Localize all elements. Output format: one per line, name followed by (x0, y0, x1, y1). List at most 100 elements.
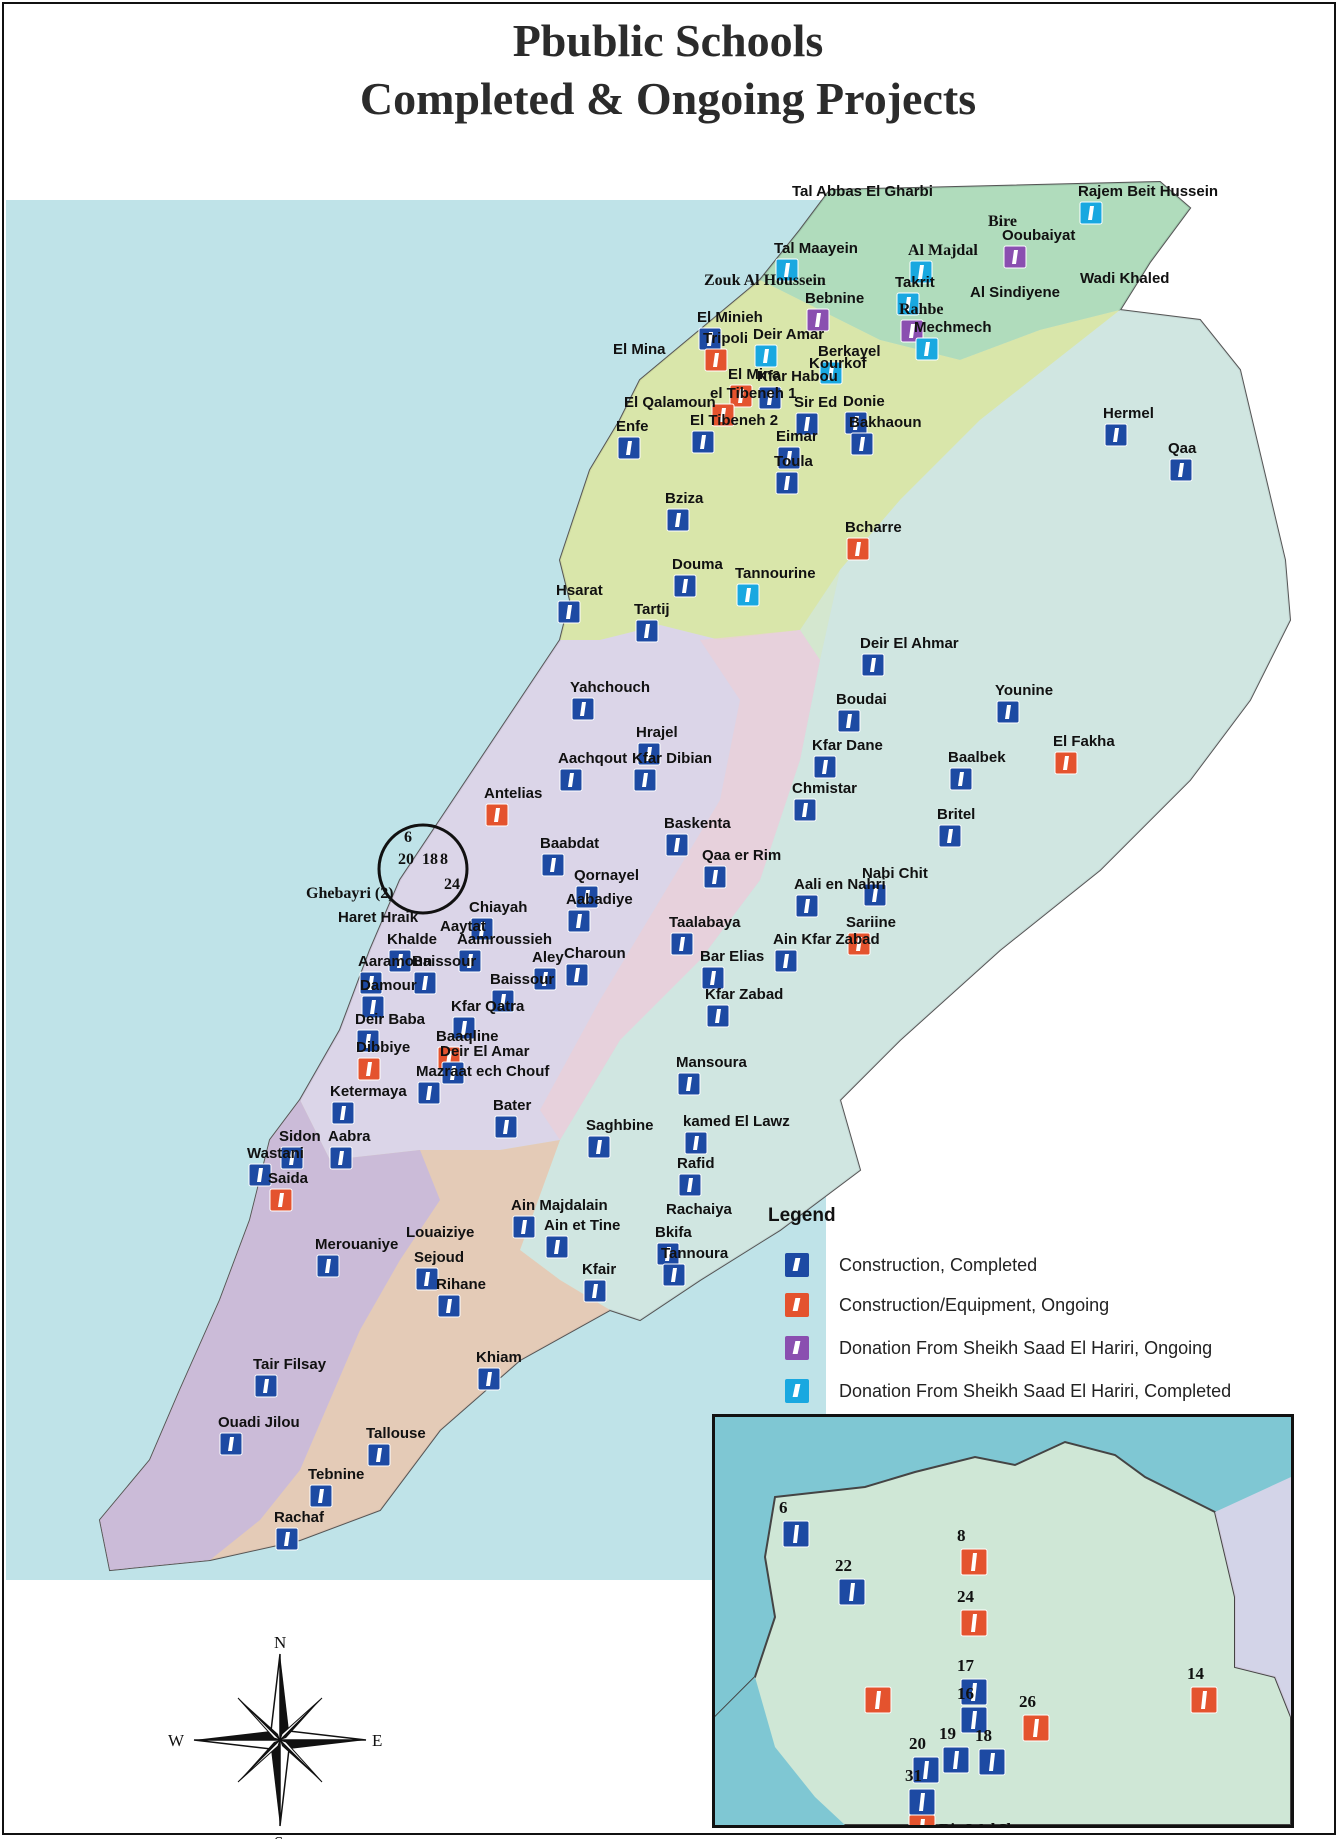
north-region (560, 280, 1120, 640)
school-marker-icon (758, 386, 782, 410)
school-marker-icon (309, 1484, 333, 1508)
legend-title: Legend (768, 1205, 836, 1226)
school-marker-icon (806, 308, 830, 332)
place-label: Dibbiye (356, 1039, 410, 1056)
school-marker-icon (441, 1061, 465, 1085)
place-label: El Tibeneh 2 (690, 412, 778, 429)
school-marker-icon (863, 883, 887, 907)
place-label: Baissour (490, 971, 554, 988)
school-marker-icon (775, 258, 799, 282)
school-marker-icon (617, 436, 641, 460)
place-label: Baissour (412, 953, 476, 970)
inset-point-label: 20 (909, 1734, 926, 1753)
place-label: Kfar Habou (757, 368, 838, 385)
school-marker-icon (813, 755, 837, 779)
cluster-label-18: 18 (422, 851, 438, 868)
place-label: Tartij (634, 601, 670, 618)
place-label: Aamroussieh (457, 931, 552, 948)
place-label: Rafid (677, 1155, 715, 1172)
school-marker-icon (795, 894, 819, 918)
place-label: Deir El Ahmar (860, 635, 959, 652)
place-label: Qornayel (574, 867, 639, 884)
school-marker-icon (706, 1004, 730, 1028)
place-label: Wastani (247, 1145, 304, 1162)
place-label: Damour (360, 977, 417, 994)
school-marker-icon (662, 1263, 686, 1287)
place-label: Chiayah (469, 899, 527, 916)
school-marker-icon (1022, 1714, 1050, 1742)
place-label: Baabdat (540, 835, 599, 852)
place-label: Deir Amar (753, 326, 824, 343)
school-marker-icon (219, 1432, 243, 1456)
place-label: Tebnine (308, 1466, 364, 1483)
school-marker-icon (785, 1293, 809, 1317)
place-label: Aachqout (558, 750, 627, 767)
school-marker-icon (367, 1443, 391, 1467)
school-marker-icon (541, 853, 565, 877)
place-label: Saida (268, 1170, 309, 1187)
school-marker-icon (1003, 245, 1027, 269)
compass-west-label: W (168, 1731, 185, 1750)
school-marker-icon (666, 508, 690, 532)
school-marker-icon (908, 1788, 936, 1816)
school-marker-icon (678, 1173, 702, 1197)
school-marker-icon (665, 833, 689, 857)
school-marker-icon (388, 949, 412, 973)
place-label: Enfe (616, 418, 649, 435)
school-marker-icon (908, 1814, 936, 1825)
school-marker-icon (437, 1294, 461, 1318)
place-label: Tal Abbas El Gharbi (792, 183, 933, 200)
place-label: Rachaf (274, 1509, 325, 1526)
place-label: Tallouse (366, 1425, 426, 1442)
place-label: Kfar Dibian (632, 750, 712, 767)
school-marker-icon (356, 1029, 380, 1053)
place-label: Sariine (846, 914, 896, 931)
place-label: Nabi Chit (862, 865, 928, 882)
school-marker-icon (960, 1706, 988, 1734)
school-marker-icon (533, 967, 557, 991)
school-marker-icon (754, 344, 778, 368)
place-label: Baalbek (948, 749, 1006, 766)
school-marker-icon (909, 260, 933, 284)
school-marker-icon (785, 1336, 809, 1360)
place-label: Louaiziye (406, 1224, 474, 1241)
place-label: Ouadi Jilou (218, 1414, 300, 1431)
cluster-label-6: 6 (404, 829, 412, 846)
place-label: el Tibeneh 1 (710, 385, 796, 402)
place-label: Mansoura (676, 1054, 748, 1071)
beirut-cluster-circle (377, 823, 469, 915)
inset-point-label: 24 (957, 1587, 975, 1606)
school-marker-icon (960, 1678, 988, 1706)
school-marker-icon (896, 292, 920, 316)
place-label: Al Sindiyene (970, 284, 1060, 301)
place-label: Kourkof (809, 355, 868, 372)
school-marker-icon (673, 574, 697, 598)
compass-north-label: N (274, 1633, 286, 1652)
place-label: kamed El Lawz (683, 1113, 790, 1130)
place-label: Kfar Dane (812, 737, 883, 754)
place-label: Baaqline (436, 1028, 499, 1045)
place-label: Donie (843, 393, 885, 410)
place-label: Charoun (564, 945, 626, 962)
school-marker-icon (960, 1548, 988, 1576)
school-marker-icon (785, 1379, 809, 1403)
legend-item-donation-ongoing: Donation From Sheikh Saad El Hariri, Ong… (785, 1334, 1212, 1362)
place-label: El Minieh (697, 309, 763, 326)
school-marker-icon (938, 824, 962, 848)
place-label: Bziza (665, 490, 704, 507)
place-label: Zouk Al Houssein (704, 272, 826, 289)
school-marker-icon (837, 709, 861, 733)
place-label: Bebnine (805, 290, 864, 307)
place-label: Aley (532, 949, 564, 966)
school-marker-icon (254, 1374, 278, 1398)
place-label: Hermel (1103, 405, 1154, 422)
place-label: Kfar Zabad (705, 986, 783, 1003)
place-label: Takrit (895, 274, 935, 291)
place-label: Kfair (582, 1261, 616, 1278)
place-label: Tripoli (703, 330, 748, 347)
inset-point-label: 8 (957, 1526, 966, 1545)
place-label: Kfar Qatra (451, 998, 525, 1015)
place-label: Deir El Amar (440, 1043, 530, 1060)
inset-point-label: 16 (957, 1684, 974, 1703)
